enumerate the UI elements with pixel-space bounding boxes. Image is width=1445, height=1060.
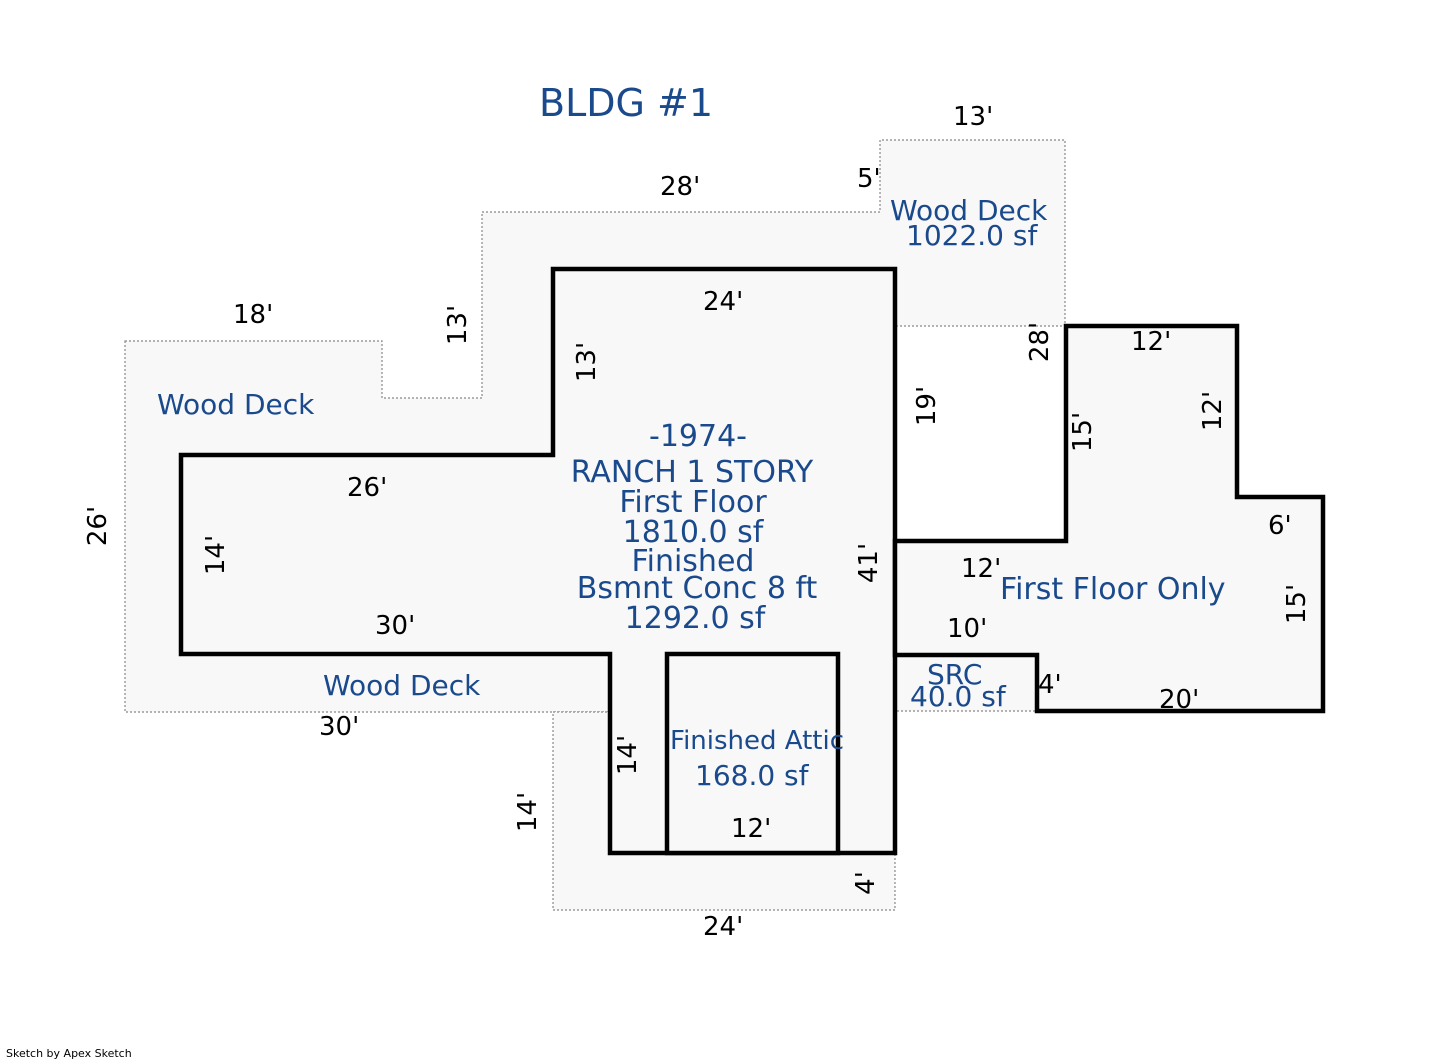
dim-19: 19': [912, 386, 942, 426]
first-floor-only-name: First Floor Only: [1000, 572, 1226, 607]
main-floor: First Floor: [619, 485, 767, 520]
dim-14-attic: 14': [613, 735, 643, 775]
dim-30-lower: 30': [319, 712, 359, 742]
dim-18: 18': [233, 300, 273, 330]
first-floor-only-walls: [892, 323, 1326, 714]
deck-bottom-name: Wood Deck: [323, 669, 481, 702]
main-floor-area: 1810.0 sf: [623, 515, 765, 550]
dim-4-src: 4': [1038, 670, 1062, 700]
dim-41: 41': [854, 543, 884, 583]
dim-15-ffo: 15': [1068, 412, 1098, 452]
dim-26-horiz: 26': [347, 473, 387, 503]
sketch-credit: Sketch by Apex Sketch: [6, 1047, 132, 1060]
src-name: SRC: [927, 658, 982, 691]
deck-left-name: Wood Deck: [157, 388, 315, 421]
dim-12-attic: 12': [731, 814, 771, 844]
src-area: 40.0 sf: [910, 680, 1007, 713]
dim-20: 20': [1159, 685, 1199, 715]
main-style: RANCH 1 STORY: [571, 455, 814, 490]
dim-28-vert: 28': [1025, 322, 1055, 362]
dim-13-top: 13': [953, 102, 993, 132]
dim-10: 10': [947, 614, 987, 644]
dim-6: 6': [1268, 511, 1292, 541]
dim-14-left: 14': [201, 535, 231, 575]
dim-12-ffo-top: 12': [1131, 327, 1171, 357]
dim-15-right: 15': [1282, 584, 1312, 624]
finished-attic-walls: [664, 651, 841, 856]
dim-5: 5': [857, 164, 881, 194]
dim-13-vert-deck: 13': [443, 305, 473, 345]
dim-4-bottom: 4': [851, 871, 881, 895]
deck-top-right-area: 1022.0 sf: [906, 219, 1038, 252]
dim-28-top: 28': [660, 172, 700, 202]
dim-12-ffo-vert: 12': [1198, 391, 1228, 431]
attic-area: 168.0 sf: [695, 759, 810, 792]
dim-12-mid: 12': [961, 554, 1001, 584]
main-finish: Finished: [632, 544, 755, 579]
dim-26-vert: 26': [83, 506, 113, 546]
main-basement-area: 1292.0 sf: [625, 601, 767, 636]
dim-24-bottom: 24': [703, 912, 743, 942]
main-basement: Bsmnt Conc 8 ft: [577, 571, 818, 606]
dim-14-deck: 14': [513, 792, 543, 832]
dim-13-vert-main: 13': [572, 342, 602, 382]
attic-name: Finished Attic: [670, 726, 844, 756]
dim-24-top: 24': [703, 287, 743, 317]
building-title: BLDG #1: [539, 81, 713, 125]
dim-30-upper: 30': [375, 611, 415, 641]
deck-top-right-name: Wood Deck: [890, 194, 1048, 227]
main-year: -1974-: [649, 419, 747, 454]
